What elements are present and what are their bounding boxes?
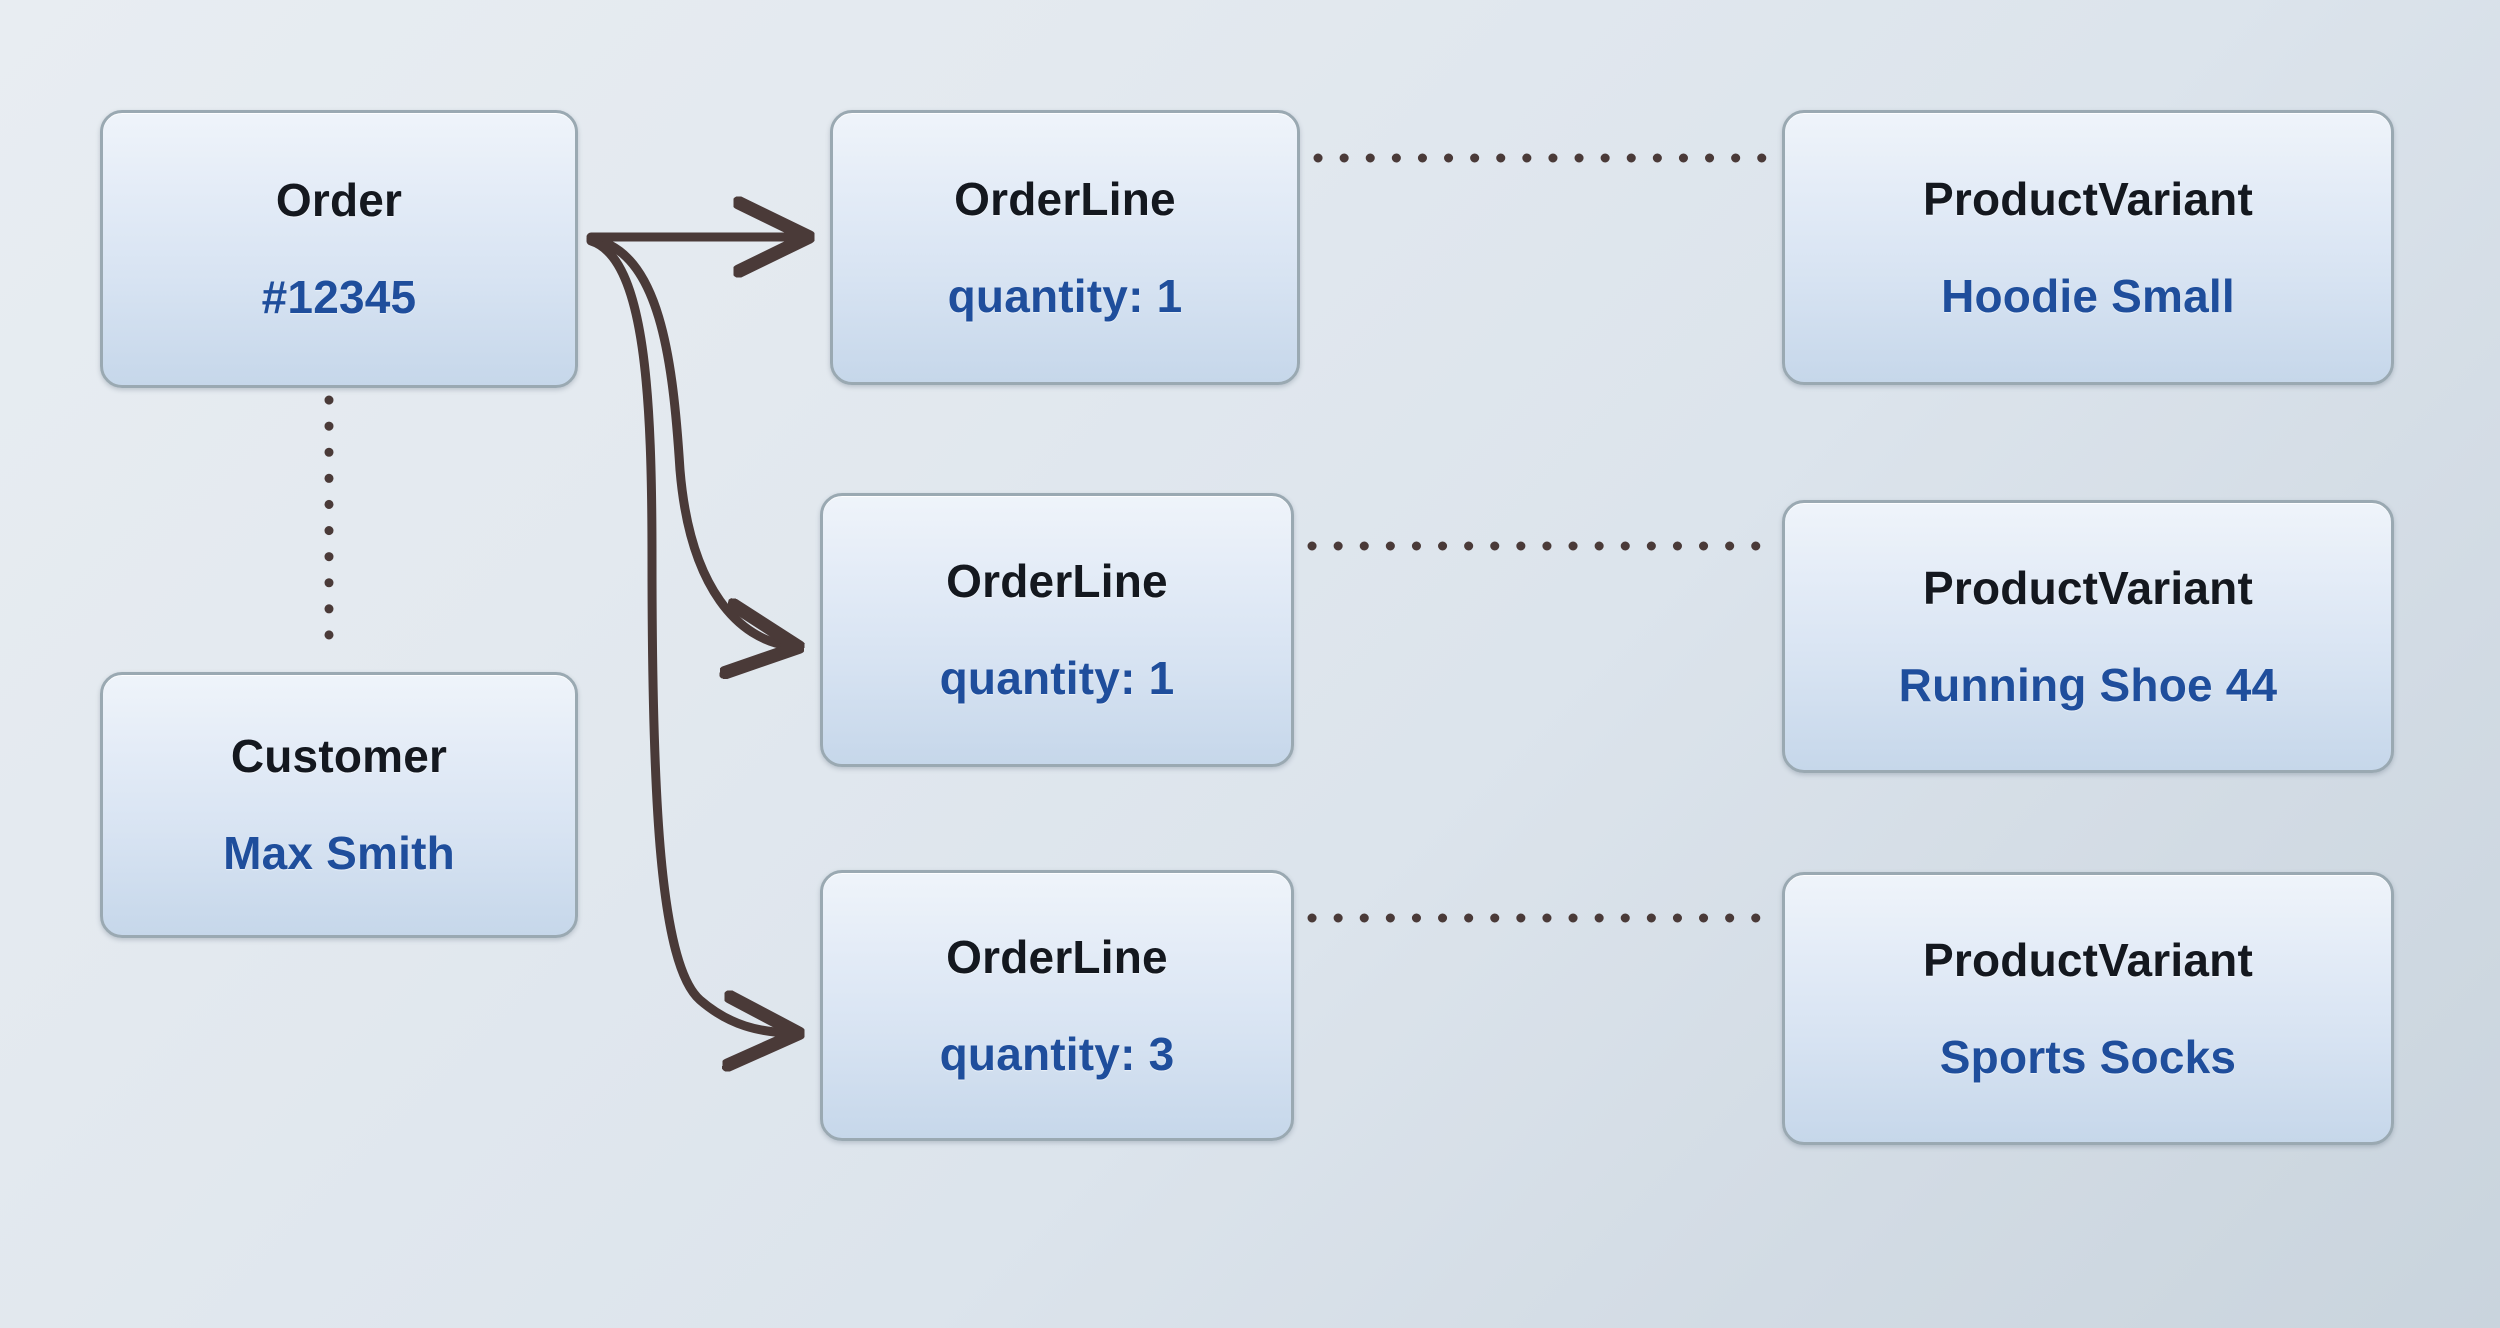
node-customer-subtitle: Max Smith [223, 827, 455, 879]
node-order[interactable]: Order #12345 [100, 110, 578, 388]
node-orderline-1[interactable]: OrderLine quantity: 1 [830, 110, 1300, 385]
node-orderline-2-subtitle: quantity: 1 [939, 652, 1175, 704]
node-orderline-3-title: OrderLine [946, 930, 1168, 983]
node-productvariant-2[interactable]: ProductVariant Running Shoe 44 [1782, 500, 2394, 773]
node-orderline-3[interactable]: OrderLine quantity: 3 [820, 870, 1294, 1141]
node-customer-title: Customer [230, 730, 448, 783]
node-productvariant-2-title: ProductVariant [1923, 561, 2253, 614]
node-productvariant-1[interactable]: ProductVariant Hoodie Small [1782, 110, 2394, 385]
node-order-subtitle: #12345 [261, 271, 417, 323]
node-orderline-2[interactable]: OrderLine quantity: 1 [820, 493, 1294, 767]
node-productvariant-3-title: ProductVariant [1923, 933, 2253, 986]
node-productvariant-1-subtitle: Hoodie Small [1941, 269, 2235, 322]
node-productvariant-3-subtitle: Sports Socks [1939, 1030, 2237, 1083]
node-customer[interactable]: Customer Max Smith [100, 672, 578, 938]
node-orderline-3-subtitle: quantity: 3 [939, 1027, 1175, 1080]
node-orderline-1-title: OrderLine [954, 172, 1176, 225]
node-orderline-1-subtitle: quantity: 1 [947, 269, 1183, 322]
node-productvariant-3[interactable]: ProductVariant Sports Socks [1782, 872, 2394, 1145]
node-productvariant-1-title: ProductVariant [1923, 172, 2253, 225]
node-productvariant-2-subtitle: Running Shoe 44 [1898, 658, 2278, 711]
node-order-title: Order [275, 174, 403, 227]
edge-order-to-orderline-3 [586, 236, 790, 1033]
edge-order-to-orderline-2 [586, 234, 790, 646]
node-orderline-2-title: OrderLine [946, 555, 1168, 608]
